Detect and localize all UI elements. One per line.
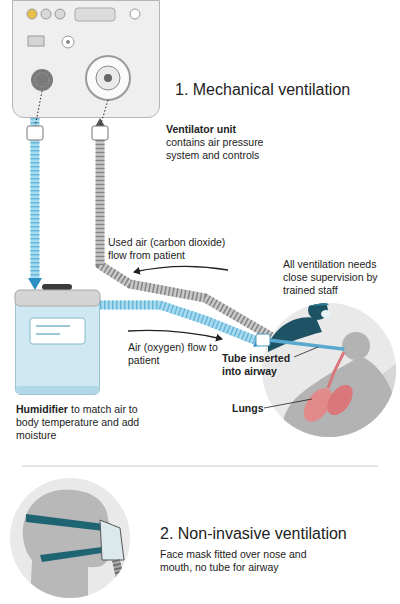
divider-line <box>22 466 378 467</box>
flow-arrow <box>128 330 222 339</box>
node-heading: Humidifier <box>16 403 68 415</box>
mask-circle: 2. Non-invasive ventilationFace mask fit… <box>10 478 130 598</box>
tube-fitting <box>92 126 108 140</box>
arrow-head <box>93 118 107 130</box>
tube-fitting <box>27 126 43 140</box>
circle-fill <box>262 303 396 437</box>
text-block: 2. Non-invasive ventilationFace mask fit… <box>160 524 385 574</box>
node-text: contains air pressure system and control… <box>166 136 296 162</box>
callout-label: Lungs <box>232 402 272 415</box>
tube-ribs <box>30 118 39 278</box>
ventilator-unit: Ventilator unitcontains air pressure sys… <box>12 0 160 118</box>
text-block: Ventilator unitcontains air pressure sys… <box>166 123 296 162</box>
section-heading: 1. Mechanical ventilation <box>175 80 395 99</box>
tube-body <box>30 118 39 278</box>
patient-circle: All ventilation needs close supervision … <box>262 303 396 437</box>
node-text: Face mask fitted over nose and mouth, no… <box>160 548 325 574</box>
node-heading: 2. Non-invasive ventilation <box>160 524 385 543</box>
inhale-tube <box>100 305 267 347</box>
inhale-tube <box>28 118 42 290</box>
flow-arrow <box>134 266 228 272</box>
edge-label: Air (oxygen) flow to patient <box>128 341 220 367</box>
node-heading: All ventilation needs close supervision … <box>283 258 395 297</box>
text-block: All ventilation needs close supervision … <box>283 258 395 297</box>
circle-fill <box>10 478 130 598</box>
edge-label: Used air (carbon dioxide) flow from pati… <box>108 236 243 262</box>
humidifier-unit: Humidifierto match air to body temperatu… <box>15 290 100 395</box>
circle-outline <box>10 478 130 598</box>
node-heading: Ventilator unit <box>166 123 296 136</box>
text-block: Humidifierto match air to body temperatu… <box>16 403 151 442</box>
circle-outline <box>262 303 396 437</box>
callout-label: Tube inserted into airway <box>222 352 300 378</box>
arrow-head <box>28 278 42 290</box>
